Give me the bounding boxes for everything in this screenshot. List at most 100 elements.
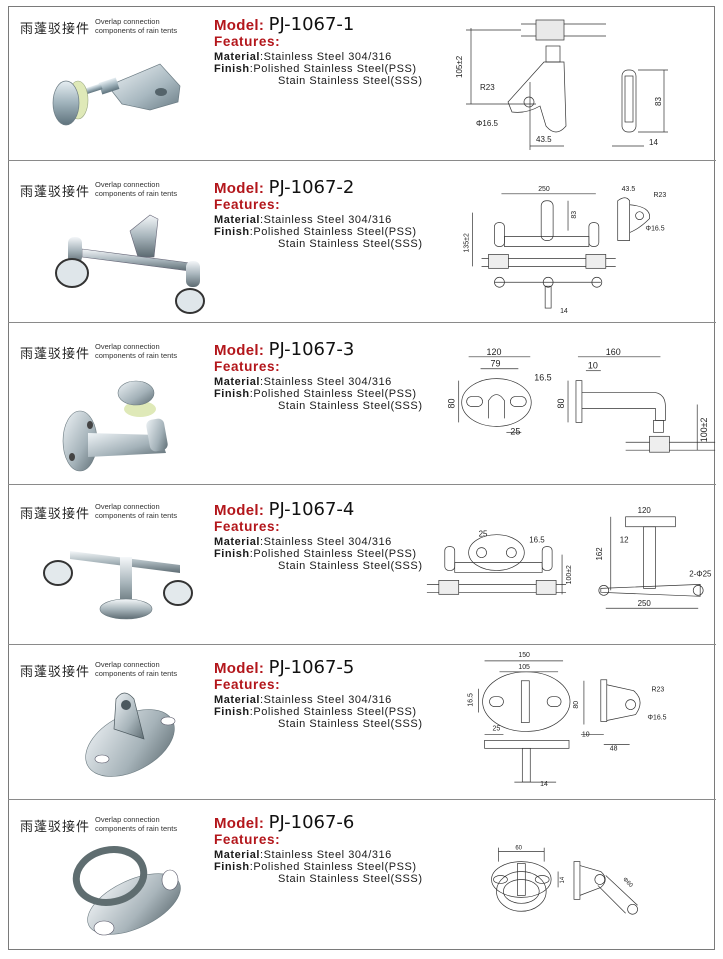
svg-text:16.5: 16.5: [534, 373, 551, 383]
material-line: Material:Stainless Steel 304/316: [214, 214, 392, 226]
category-cn: 雨蓬驳接件: [20, 347, 91, 362]
finish-line-2: Stain Stainless Steel(SSS): [278, 718, 423, 730]
product-photo: [62, 380, 168, 472]
finish-line: Finish:Polished Stainless Steel(PSS): [214, 388, 417, 400]
svg-text:120: 120: [487, 347, 502, 357]
svg-text:160: 160: [606, 347, 621, 357]
model-title: Model: PJ-1067-3: [214, 339, 355, 360]
svg-text:43.5: 43.5: [622, 186, 636, 193]
product-photo: [72, 846, 181, 936]
technical-drawing: 150 105 16.5 80 25 R23 Φ16.5 10 48 14: [468, 652, 667, 788]
svg-text:83: 83: [571, 211, 578, 219]
svg-text:250: 250: [638, 599, 652, 608]
finish-line: Finish:Polished Stainless Steel(PSS): [214, 63, 417, 75]
catalog-sheet: [8, 6, 715, 950]
svg-text:25: 25: [479, 530, 488, 539]
material-line: Material:Stainless Steel 304/316: [214, 849, 392, 861]
svg-text:80: 80: [447, 398, 457, 408]
category-cn: 雨蓬驳接件: [20, 22, 91, 37]
svg-text:R23: R23: [480, 83, 495, 92]
product-photo: [43, 551, 193, 620]
category-cn: 雨蓬驳接件: [20, 665, 91, 680]
product-photo: [85, 692, 176, 777]
svg-text:14: 14: [540, 781, 548, 788]
svg-text:48: 48: [610, 745, 618, 752]
svg-text:150: 150: [518, 652, 530, 659]
svg-text:2-Φ25: 2-Φ25: [689, 569, 712, 578]
svg-text:16.5: 16.5: [529, 536, 545, 545]
finish-line-2: Stain Stainless Steel(SSS): [278, 560, 423, 572]
finish-line-2: Stain Stainless Steel(SSS): [278, 75, 423, 87]
finish-line: Finish:Polished Stainless Steel(PSS): [214, 706, 417, 718]
svg-text:10: 10: [588, 361, 598, 371]
material-line: Material:Stainless Steel 304/316: [214, 51, 392, 63]
finish-line-2: Stain Stainless Steel(SSS): [278, 238, 423, 250]
material-line: Material:Stainless Steel 304/316: [214, 536, 392, 548]
svg-text:162: 162: [595, 547, 604, 561]
finish-line: Finish:Polished Stainless Steel(PSS): [214, 861, 417, 873]
material-line: Material:Stainless Steel 304/316: [214, 376, 392, 388]
model-code: PJ-1067-1: [268, 14, 355, 35]
svg-text:10: 10: [582, 731, 590, 738]
model-title: Model: PJ-1067-2: [214, 177, 355, 198]
features-heading: Features:: [214, 359, 281, 374]
svg-text:12: 12: [620, 536, 629, 545]
svg-text:43.5: 43.5: [536, 135, 552, 144]
model-code: PJ-1067-2: [268, 177, 355, 198]
technical-drawing: 250 83 135±2 43.5 R23 Φ16.5 14: [464, 186, 667, 315]
svg-text:79: 79: [491, 359, 501, 369]
svg-text:14: 14: [649, 138, 658, 147]
svg-text:25: 25: [493, 725, 501, 732]
svg-text:14: 14: [560, 308, 568, 315]
finish-line-2: Stain Stainless Steel(SSS): [278, 873, 423, 885]
svg-text:60: 60: [515, 846, 522, 852]
features-heading: Features:: [214, 34, 281, 49]
svg-text:Φ60: Φ60: [621, 877, 634, 890]
svg-text:83: 83: [654, 97, 663, 106]
model-code: PJ-1067-3: [268, 339, 355, 360]
product-photo: [55, 214, 205, 314]
model-title: Model: PJ-1067-1: [214, 14, 355, 35]
technical-drawing: 105±2 R23 Φ16.5 43.5 83 14: [455, 19, 668, 150]
features-heading: Features:: [214, 677, 281, 692]
model-code: PJ-1067-6: [268, 812, 355, 833]
svg-text:105±2: 105±2: [455, 55, 464, 78]
features-heading: Features:: [214, 832, 281, 847]
svg-text:Φ16.5: Φ16.5: [476, 119, 499, 128]
category-cn: 雨蓬驳接件: [20, 507, 91, 522]
product-photo: [52, 63, 181, 126]
svg-text:Φ16.5: Φ16.5: [648, 715, 667, 722]
svg-text:14: 14: [560, 876, 566, 883]
category-cn: 雨蓬驳接件: [20, 185, 91, 200]
model-title: Model: PJ-1067-5: [214, 657, 355, 678]
svg-text:25: 25: [510, 426, 520, 436]
model-title: Model: PJ-1067-6: [214, 812, 355, 833]
category-cn: 雨蓬驳接件: [20, 820, 91, 835]
technical-drawing: 25 16.5 100±2 120 12 162 2-Φ25 250: [426, 506, 712, 609]
features-heading: Features:: [214, 519, 281, 534]
svg-text:100±2: 100±2: [699, 417, 709, 442]
finish-line: Finish:Polished Stainless Steel(PSS): [214, 226, 417, 238]
svg-text:135±2: 135±2: [464, 233, 471, 252]
finish-line-2: Stain Stainless Steel(SSS): [278, 400, 423, 412]
svg-text:80: 80: [556, 398, 566, 408]
svg-text:80: 80: [573, 701, 580, 709]
svg-text:120: 120: [638, 506, 652, 515]
svg-text:R23: R23: [651, 687, 664, 694]
model-code: PJ-1067-4: [268, 499, 355, 520]
technical-drawing: 60 14 Φ60: [491, 846, 638, 915]
material-line: Material:Stainless Steel 304/316: [214, 694, 392, 706]
model-code: PJ-1067-5: [268, 657, 355, 678]
svg-text:105: 105: [518, 664, 530, 671]
technical-drawing: 120 79 16.5 80 25 160 10 80 100±2: [447, 347, 716, 453]
